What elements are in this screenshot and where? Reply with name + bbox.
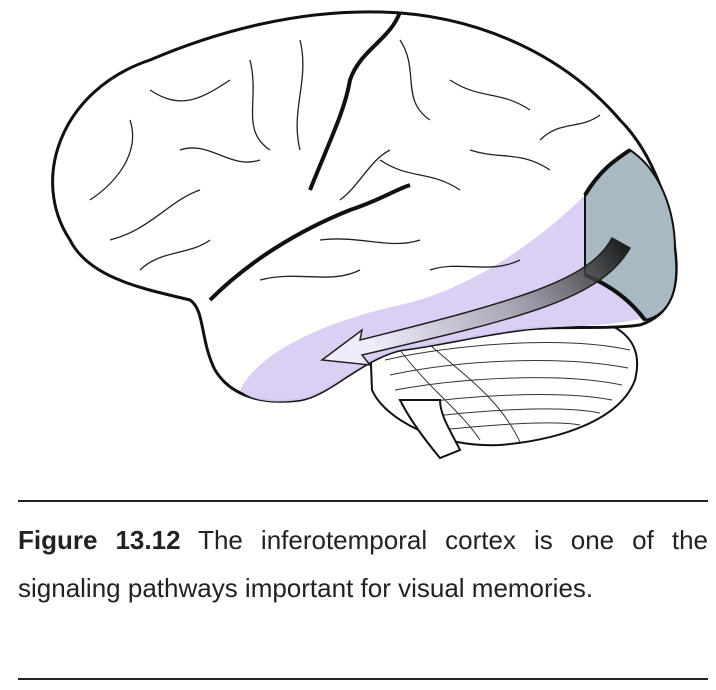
caption-text: The inferotemporal cortex is one of the … xyxy=(18,525,708,603)
figure-caption: Figure 13.12 The inferotemporal cortex i… xyxy=(18,516,708,612)
brainstem xyxy=(398,399,462,460)
top-rule xyxy=(18,500,708,502)
figure-label: Figure 13.12 xyxy=(18,525,181,555)
bottom-rule xyxy=(18,678,708,680)
pathway-arrow xyxy=(320,236,632,366)
gyri xyxy=(89,39,601,281)
brain-illustration xyxy=(51,10,678,460)
